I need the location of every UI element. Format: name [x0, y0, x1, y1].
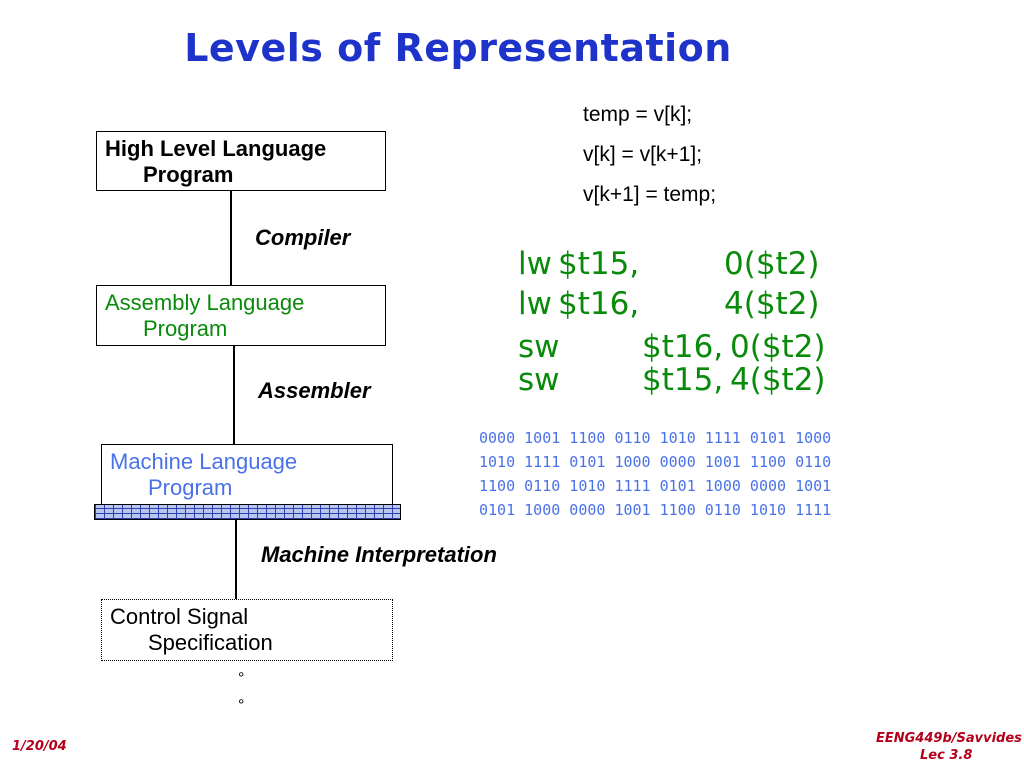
machine-interpretation-label: Machine Interpretation	[261, 542, 497, 567]
box-line: Specification	[148, 630, 273, 655]
high-level-code-line: temp = v[k];	[583, 103, 693, 126]
asm-addr: 4($t2)	[730, 362, 826, 398]
asm-addr: 0($t2)	[730, 329, 826, 365]
footer-date: 1/20/04	[12, 739, 67, 754]
continuation-dot: °	[238, 697, 245, 714]
box-line: High Level Language	[105, 136, 327, 161]
footer-lecture: Lec 3.8	[920, 748, 973, 763]
asm-reg: $t15,	[558, 246, 640, 282]
asm-reg: $t16,	[642, 329, 724, 365]
control-signal-box: Control Signal Specification	[101, 599, 393, 661]
asm-reg: $t15,	[642, 362, 724, 398]
assembler-label: Assembler	[258, 378, 371, 403]
asm-op: lw	[518, 286, 552, 322]
connector-line-interpretation	[235, 520, 237, 602]
machine-language-box: Machine Language Program	[101, 444, 393, 506]
machine-language-hatch-bar	[94, 504, 401, 520]
assembly-language-box: Assembly Language Program	[96, 285, 386, 346]
machine-code-line: 1010 1111 0101 1000 0000 1001 1100 0110	[479, 453, 832, 471]
machine-code-line: 0101 1000 0000 1001 1100 0110 1010 1111	[479, 501, 832, 519]
box-line: Machine Language	[110, 449, 298, 474]
asm-op: sw	[518, 329, 560, 365]
machine-code-line: 1100 0110 1010 1111 0101 1000 0000 1001	[479, 477, 832, 495]
asm-reg: $t16,	[558, 286, 640, 322]
asm-addr: 0($t2)	[724, 246, 820, 282]
compiler-label: Compiler	[255, 225, 351, 250]
box-line: Program	[143, 316, 228, 341]
high-level-code-line: v[k] = v[k+1];	[583, 143, 703, 166]
box-line: Program	[143, 162, 234, 187]
asm-op: lw	[518, 246, 552, 282]
slide-title: Levels of Representation	[184, 26, 732, 70]
continuation-dot: °	[238, 670, 245, 687]
box-line: Control Signal	[110, 604, 249, 629]
connector-line-assembler	[233, 344, 235, 446]
high-level-code-line: v[k+1] = temp;	[583, 183, 717, 206]
connector-line-compiler	[230, 190, 232, 290]
box-line: Assembly Language	[105, 290, 305, 315]
machine-code-line: 0000 1001 1100 0110 1010 1111 0101 1000	[479, 429, 832, 447]
high-level-language-box: High Level Language Program	[96, 131, 386, 191]
asm-op: sw	[518, 362, 560, 398]
asm-addr: 4($t2)	[724, 286, 820, 322]
box-line: Program	[148, 475, 233, 500]
footer-course: EENG449b/Savvides	[876, 731, 1022, 746]
